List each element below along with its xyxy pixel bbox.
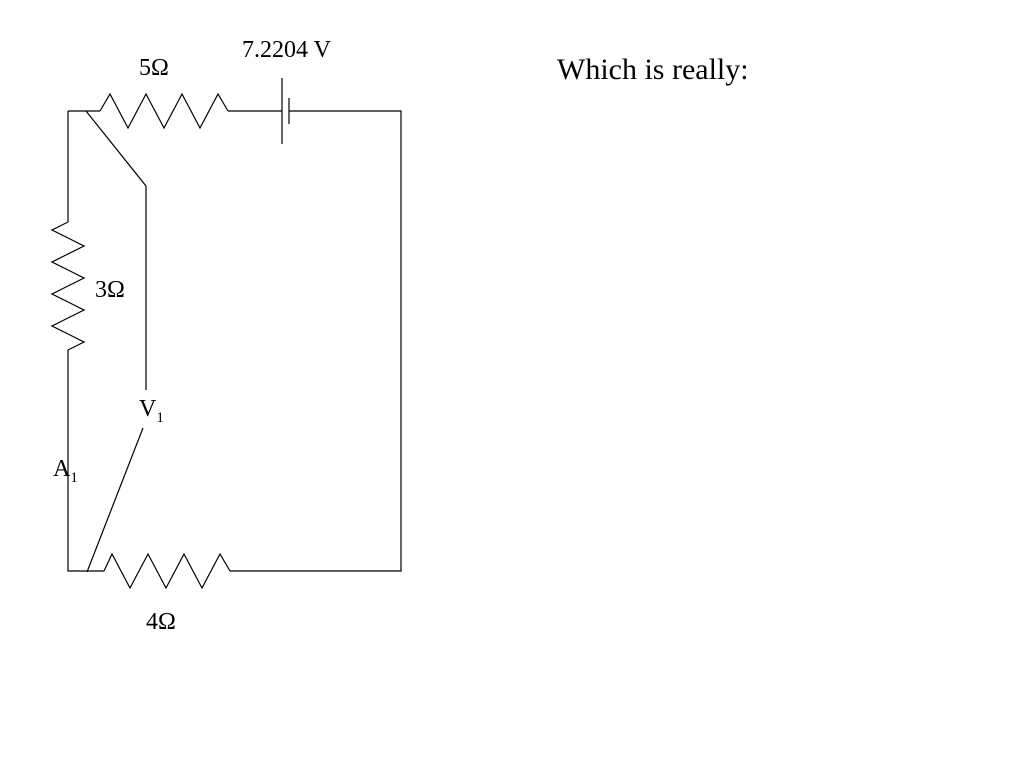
voltmeter-lead-lower: [86, 427, 144, 573]
resistor-bottom-label: 4Ω: [146, 609, 176, 635]
side-note-text: Which is really:: [557, 53, 749, 86]
resistor-left: [50, 221, 86, 351]
resistor-top-label: 5Ω: [139, 55, 169, 81]
wire-bottom-left: [67, 350, 104, 572]
resistor-bottom: [103, 552, 231, 590]
voltmeter-subscript: 1: [156, 410, 164, 426]
resistor-left-label: 3Ω: [95, 277, 125, 303]
voltmeter-letter: V: [139, 396, 157, 422]
voltmeter-label: V1: [139, 396, 164, 426]
battery-label: 7.2204 V: [242, 37, 332, 63]
voltmeter-lead-upper: [85, 110, 147, 390]
ammeter-subscript: 1: [70, 470, 78, 486]
ammeter-letter: A: [53, 456, 71, 482]
resistor-top: [99, 92, 229, 130]
ammeter-label: A1: [53, 456, 78, 486]
wire-right-loop: [230, 110, 402, 572]
